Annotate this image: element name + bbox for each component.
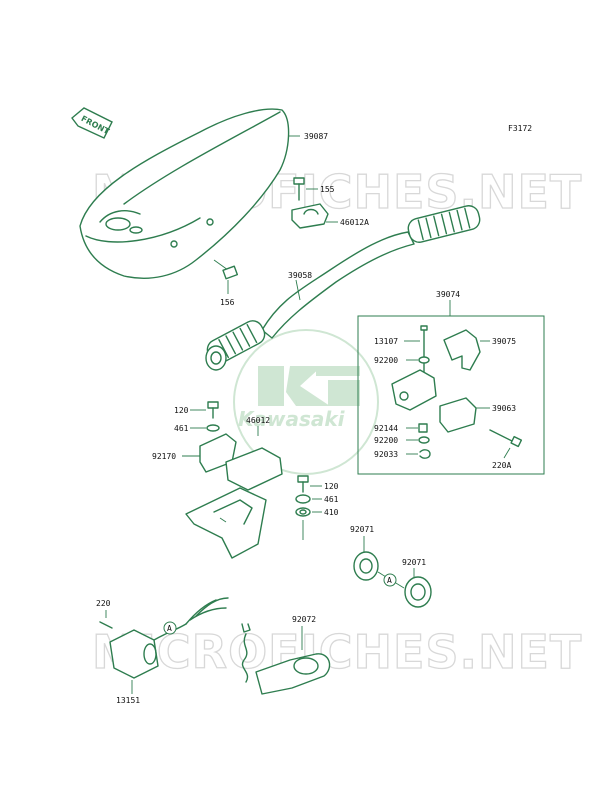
front-arrow-icon: FRONT	[71, 107, 113, 139]
label-92033: 92033	[374, 450, 398, 459]
label-13107: 13107	[374, 337, 398, 346]
part-120-bolt-lower	[297, 475, 322, 493]
kawasaki-logo-watermark: Kawasaki	[233, 329, 379, 475]
part-461-washer-lower	[295, 494, 322, 504]
part-92144-spring	[406, 423, 428, 433]
kawasaki-logo-text: Kawasaki	[238, 407, 346, 431]
part-39058-handlebar	[205, 205, 481, 371]
part-13151-switch	[109, 597, 229, 694]
throttle-housing	[391, 369, 437, 411]
part-92200-washer-lower	[406, 436, 430, 444]
label-39063: 39063	[492, 404, 516, 413]
connector-a-right	[377, 571, 405, 589]
part-220-screw	[99, 610, 113, 629]
part-92072-lanyard-clamp	[241, 623, 331, 695]
watermark-site-bottom: MICROFICHES.NET	[92, 625, 582, 679]
part-92200-washer-top	[406, 356, 430, 364]
part-220A-screw	[489, 429, 523, 459]
label-connector-a-left: A	[167, 624, 172, 633]
connector-a-left	[163, 621, 177, 635]
part-13107-pin	[404, 325, 428, 373]
figure-code: F3172	[508, 124, 532, 133]
label-39074: 39074	[436, 290, 460, 299]
part-120-bolt-upper	[190, 401, 219, 419]
label-155: 155	[320, 185, 335, 194]
part-39063-lever-cover	[439, 397, 490, 433]
label-92072: 92072	[292, 615, 316, 624]
label-92200-top: 92200	[374, 356, 398, 365]
label-connector-a-right: A	[387, 576, 392, 585]
label-120-upper: 120	[174, 406, 189, 415]
label-92200-lower: 92200	[374, 436, 398, 445]
label-46012: 46012	[246, 416, 270, 425]
label-92170: 92170	[152, 452, 176, 461]
label-46012A: 46012A	[340, 218, 369, 227]
part-46012A-clamp	[291, 203, 338, 229]
part-92071-bushing-right	[404, 568, 432, 608]
part-155-bolt	[293, 177, 318, 201]
label-220: 220	[96, 599, 111, 608]
label-92144: 92144	[374, 424, 398, 433]
label-92071-left: 92071	[350, 525, 374, 534]
part-92033-ring	[406, 449, 431, 459]
label-39058: 39058	[288, 271, 312, 280]
label-13151: 13151	[116, 696, 140, 705]
part-39087-cover	[79, 108, 300, 279]
label-120-lower: 120	[324, 482, 339, 491]
part-461-washer-upper	[190, 424, 220, 432]
part-410-washer	[295, 507, 322, 540]
part-labels: 39087 155 46012A 156 39058 39074 13107 3…	[96, 132, 516, 705]
part-92071-bushing-left	[353, 536, 379, 581]
label-220A: 220A	[492, 461, 511, 470]
label-156: 156	[220, 298, 235, 307]
part-156-bolt	[213, 259, 239, 294]
label-461-upper: 461	[174, 424, 189, 433]
part-group-39074	[357, 300, 545, 475]
part-39075-lever	[443, 329, 490, 371]
label-39087: 39087	[304, 132, 328, 141]
label-461-lower: 461	[324, 495, 339, 504]
label-410: 410	[324, 508, 339, 517]
label-92071-right: 92071	[402, 558, 426, 567]
steering-mount	[185, 447, 283, 559]
label-39075: 39075	[492, 337, 516, 346]
